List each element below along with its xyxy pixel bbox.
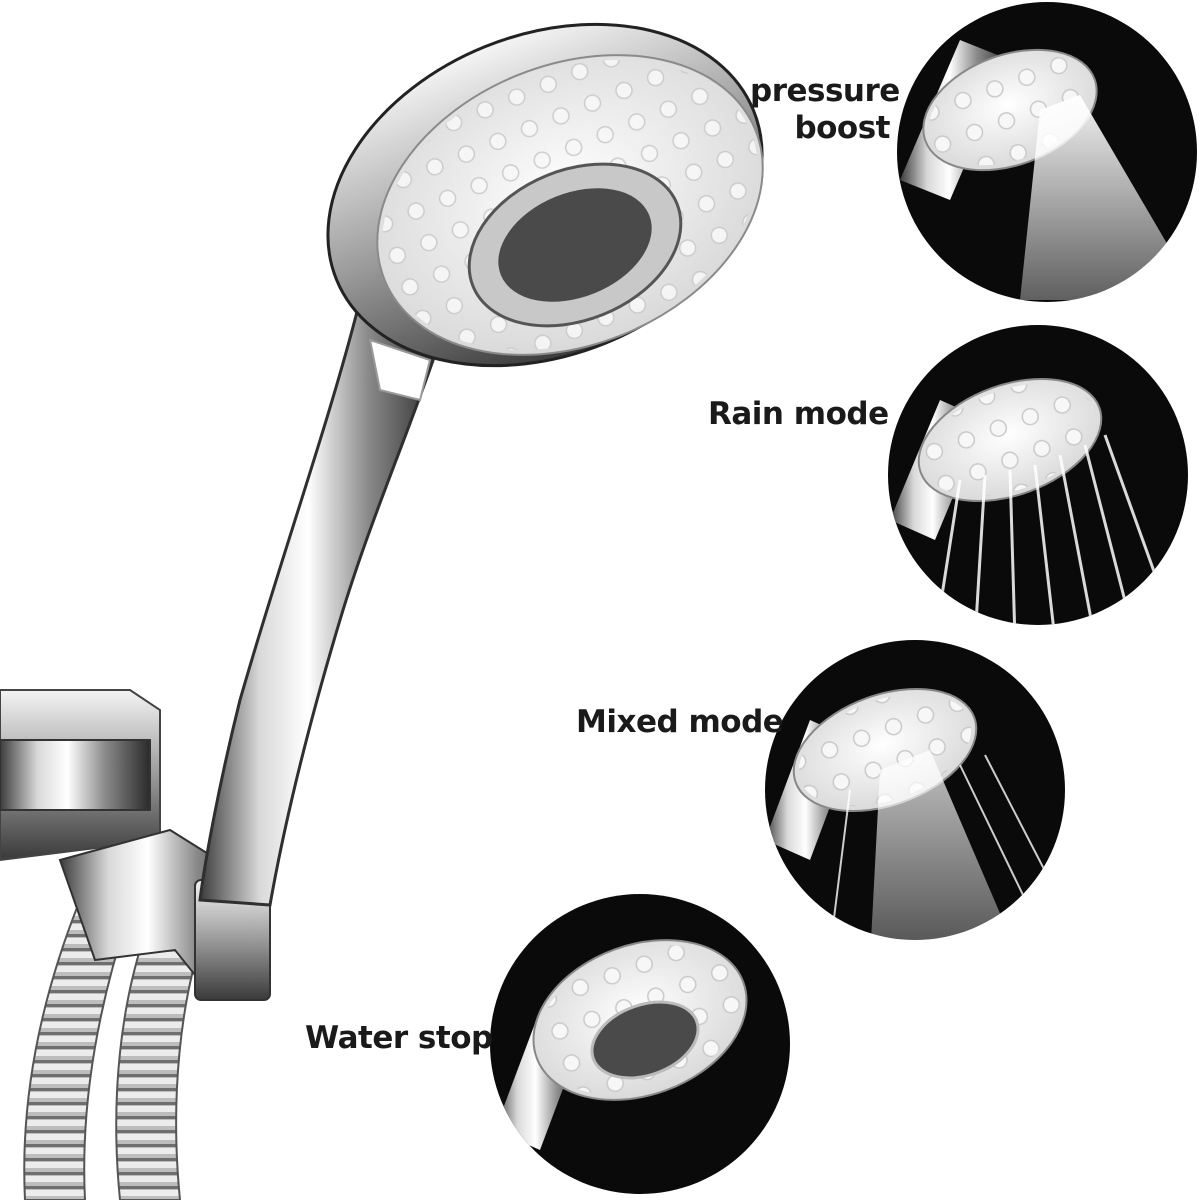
- rain-mode-label: Rain mode: [708, 396, 889, 433]
- pressure-boost-image: [897, 2, 1197, 302]
- mixed-mode-image: [765, 640, 1065, 940]
- label-line: Water stop: [305, 1020, 493, 1056]
- water-stop-label: Water stop: [305, 1020, 493, 1057]
- wall-bracket: [0, 689, 271, 1001]
- label-line: boost: [794, 110, 890, 147]
- shower-hose: [23, 898, 207, 1200]
- label-line: Mixed mode: [576, 704, 784, 740]
- water-stop-image: [490, 894, 790, 1194]
- shower-head: [326, 22, 764, 402]
- label-line: Rain mode: [708, 396, 889, 432]
- mixed-mode-label: Mixed mode: [576, 704, 784, 741]
- shower-handle: [198, 297, 442, 907]
- rain-mode-image: [888, 325, 1188, 625]
- label-line: pressure: [750, 73, 900, 109]
- pressure-boost-label: pressure boost: [750, 73, 900, 147]
